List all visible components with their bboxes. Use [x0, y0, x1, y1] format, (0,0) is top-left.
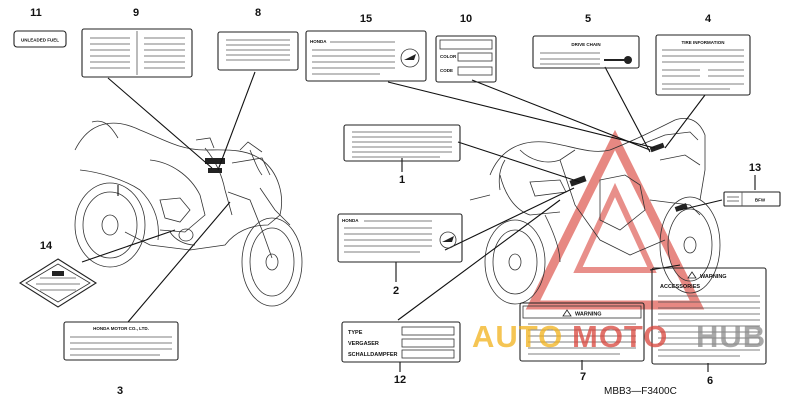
label-6-accessories-text: ACCESSORIES — [660, 284, 700, 290]
label-6-warning-text: WARNING — [700, 274, 727, 280]
label-7-warning: WARNING 7 — [519, 302, 645, 383]
label-8: 8 — [217, 7, 299, 71]
label-4-tire-information: 4 TIRE INFORMATION — [655, 13, 751, 96]
label-2-brand: HONDA — [342, 218, 359, 223]
label-10-color: COLOR — [440, 54, 457, 59]
callout-8: 8 — [255, 7, 261, 19]
left-motorcycle-illustration — [74, 120, 303, 307]
callout-9: 9 — [133, 7, 139, 19]
label-14-diamond: 14 — [18, 240, 98, 308]
label-13-text: BFW — [755, 198, 766, 203]
label-3-manufacturer: HONDA MOTOR CO., LTD. 3 — [63, 321, 179, 397]
watermark-moto: MOTO — [572, 319, 668, 354]
label-1-outline — [343, 124, 461, 162]
label-2-outline — [337, 213, 463, 263]
watermark-hub: HUB — [696, 319, 766, 354]
callout-15: 15 — [360, 13, 372, 25]
label-15: 15 HONDA — [305, 13, 427, 82]
label-6-accessories-warning: WARNING ACCESSORIES 6 — [651, 267, 767, 387]
label-15-outline — [305, 30, 427, 82]
label-9-outline — [81, 28, 193, 78]
label-11-unleaded-fuel: 11 UNLEADED FUEL — [13, 7, 67, 48]
honda-wing-icon — [400, 48, 420, 68]
warning-triangle-icon — [687, 271, 697, 279]
callout-10: 10 — [460, 13, 472, 25]
honda-wing-icon — [439, 231, 457, 249]
label-10-outline — [435, 35, 497, 83]
label-4-outline — [655, 34, 751, 96]
watermark-logo — [525, 129, 705, 310]
callout-14: 14 — [40, 240, 53, 252]
label-1: 1 — [343, 124, 461, 186]
drive-chain-icon — [604, 56, 632, 64]
leader-lines — [81, 66, 756, 372]
callout-13: 13 — [749, 162, 761, 174]
label-13: 13 BFW — [723, 162, 781, 207]
label-3-text: HONDA MOTOR CO., LTD. — [93, 326, 149, 331]
label-10: 10 COLOR CODE — [435, 13, 497, 83]
label-4-title: TIRE INFORMATION — [682, 40, 725, 45]
label-7-warning-text: WARNING — [575, 312, 602, 318]
warning-triangle-icon — [562, 309, 572, 317]
callout-1: 1 — [399, 174, 405, 186]
label-11-outline — [13, 30, 67, 48]
callout-4: 4 — [705, 13, 712, 25]
callout-12: 12 — [394, 374, 406, 386]
label-15-brand: HONDA — [310, 39, 327, 44]
label-2: HONDA 2 — [337, 213, 463, 297]
label-13-outline — [723, 191, 781, 207]
label-12-type-info: TYPE VERGASER SCHALLDAMPFER 12 — [341, 321, 461, 386]
label-12-outline — [341, 321, 461, 363]
label-12-vergaser: VERGASER — [348, 341, 379, 347]
label-11-text: UNLEADED FUEL — [21, 38, 59, 43]
callout-2: 2 — [393, 285, 399, 297]
label-5-title: DRIVE CHAIN — [571, 42, 600, 47]
label-12-schalldampfer: SCHALLDAMPFER — [348, 352, 398, 358]
label-14-outline — [18, 258, 98, 308]
label-10-code: CODE — [440, 68, 453, 73]
part-code: MBB3—F3400C — [604, 386, 677, 397]
label-7-outline — [519, 302, 645, 362]
label-8-outline — [217, 31, 299, 71]
callout-11: 11 — [30, 7, 42, 19]
label-9: 9 — [81, 7, 193, 78]
callout-5: 5 — [585, 13, 591, 25]
callout-6: 6 — [707, 375, 713, 387]
label-3-outline — [63, 321, 179, 361]
watermark-auto: AUTO — [472, 319, 563, 354]
callout-3: 3 — [117, 385, 123, 397]
watermark-triangle-icon — [525, 129, 705, 310]
label-12-type: TYPE — [348, 330, 363, 336]
watermark-text: AUTO MOTO HUB — [472, 319, 766, 354]
label-6-outline — [651, 267, 767, 365]
label-5-drive-chain: 5 DRIVE CHAIN — [532, 13, 640, 69]
callout-7: 7 — [580, 371, 586, 383]
watermark-inner-triangle-icon — [573, 182, 657, 273]
right-motorcycle-illustration — [469, 118, 721, 305]
label-5-outline — [532, 35, 640, 69]
